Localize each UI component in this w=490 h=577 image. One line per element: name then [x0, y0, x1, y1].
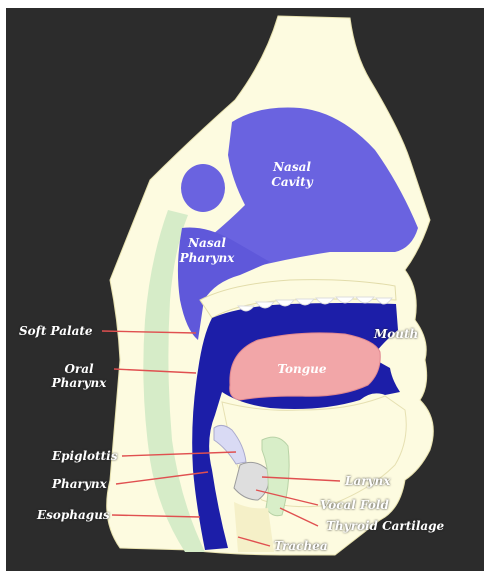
sinus-region	[181, 164, 225, 212]
tongue-label: Tongue	[272, 362, 332, 377]
nasal-pharynx-label-line2: Pharynx	[178, 251, 236, 266]
nasal-pharynx-label: Nasal Pharynx	[178, 236, 236, 266]
vocal-fold-label: Vocal Fold	[320, 498, 389, 512]
trachea-shape	[234, 502, 274, 552]
oral-pharynx-label-line2: Pharynx	[48, 376, 110, 390]
nasal-cavity-label: Nasal Cavity	[264, 160, 320, 190]
nasal-pharynx-label-line1: Nasal	[178, 236, 236, 251]
oral-pharynx-label-line1: Oral	[48, 362, 110, 376]
epiglottis-label: Epiglottis	[52, 449, 117, 463]
larynx-label: Larynx	[345, 474, 390, 488]
trachea-label: Trachea	[274, 539, 328, 553]
mouth-label: Mouth	[374, 327, 418, 341]
nasal-cavity-label-line2: Cavity	[264, 175, 320, 190]
esophagus-label: Esophagus	[37, 508, 110, 522]
soft-palate-label: Soft Palate	[19, 324, 93, 338]
pharynx-label: Pharynx	[52, 477, 107, 491]
thyroid-cartilage-label: Thyroid Cartilage	[326, 519, 444, 533]
oral-pharynx-label: Oral Pharynx	[48, 362, 110, 390]
nasal-cavity-label-line1: Nasal	[264, 160, 320, 175]
